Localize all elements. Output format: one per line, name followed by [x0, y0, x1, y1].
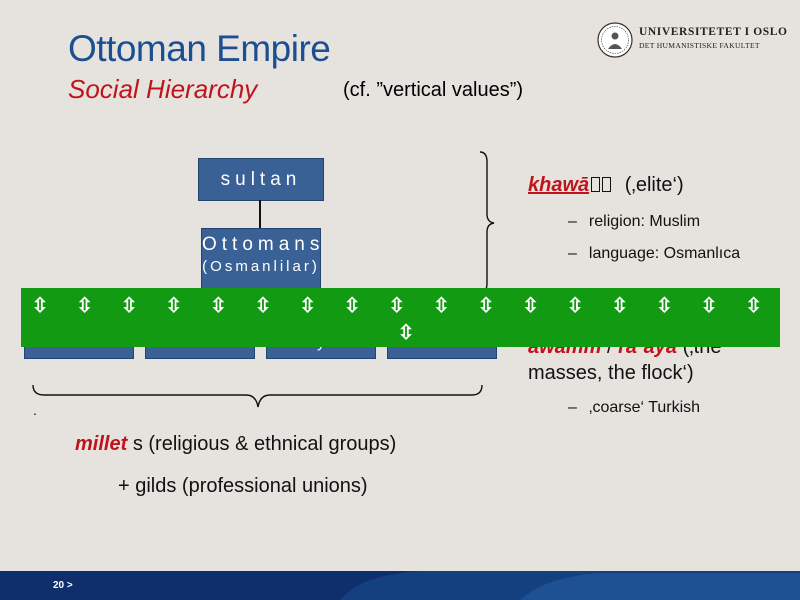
millet-description: s (religious & ethnical groups) [132, 433, 397, 455]
up-down-arrow-icon: ⇳ [31, 295, 49, 317]
up-down-arrow-icon: ⇳ [433, 295, 450, 317]
millet-line: millet s (religious & ethnical groups) [75, 433, 396, 456]
up-down-arrow-icon: ⇳ [745, 295, 762, 317]
hierarchy-connector [259, 200, 261, 228]
sultan-label: sultan [220, 169, 302, 190]
masses-separator: / [606, 336, 613, 358]
up-down-arrow-icon: ⇳ [700, 295, 718, 317]
ottomans-box: Ottomans (Osmanlilar) [201, 228, 321, 290]
masses-item: –‚coarse‘ Turkish [568, 399, 701, 416]
up-down-arrow-icon: ⇳ [477, 295, 495, 317]
missing-glyph [602, 177, 612, 192]
elite-brace [479, 151, 495, 294]
arrow-overlay-band: ⇳ ⇳ ⇳ ⇳ ⇳ ⇳ ⇳ ⇳ ⇳ ⇳ ⇳ ⇳ ⇳ ⇳ ⇳ ⇳ ⇳ ⇳ [21, 288, 780, 347]
elite-term: khawā [528, 174, 590, 196]
elite-gloss: (‚elite‘) [624, 174, 684, 196]
up-down-arrow-icon: ⇳ [397, 322, 415, 344]
faculty-name: DET HUMANISTISKE FAKULTET [639, 41, 760, 50]
elite-heading: khawāṣṣ (‚elite‘) [528, 174, 684, 197]
up-down-arrow-icon: ⇳ [522, 295, 539, 317]
page-number: 20 > [53, 580, 73, 591]
university-seal-icon [597, 22, 633, 58]
stray-dot: . [33, 402, 37, 418]
slide-footer: 20 > [0, 571, 800, 600]
ottomans-label: Ottomans [202, 234, 325, 255]
missing-glyph [591, 177, 601, 192]
up-down-arrow-icon: ⇳ [210, 295, 227, 317]
millet-term: millet [75, 433, 128, 455]
footer-decoration [340, 571, 800, 600]
slide-title: Ottoman Empire [68, 28, 331, 69]
gilds-line: + gilds (professional unions) [118, 475, 368, 497]
millet-brace [32, 384, 483, 408]
up-down-arrow-icon: ⇳ [611, 295, 629, 317]
up-down-arrow-icon: ⇳ [254, 295, 272, 317]
up-down-arrow-icon: ⇳ [299, 295, 316, 317]
elite-item: –language: Osmanlıca [568, 245, 741, 262]
subtitle-note: (cf. ”vertical values”) [343, 79, 524, 101]
up-down-arrow-icon: ⇳ [656, 295, 673, 317]
sultan-box: sultan [198, 158, 324, 201]
up-down-arrow-icon: ⇳ [120, 295, 138, 317]
up-down-arrow-icon: ⇳ [343, 295, 361, 317]
up-down-arrow-icon: ⇳ [566, 295, 584, 317]
up-down-arrow-icon: ⇳ [388, 295, 406, 317]
slide-subtitle: Social Hierarchy [68, 74, 258, 104]
university-logo: UNIVERSITETET I OSLO DET HUMANISTISKE FA… [597, 22, 787, 60]
up-down-arrow-icon: ⇳ [165, 295, 183, 317]
university-name: UNIVERSITETET I OSLO [639, 26, 788, 38]
ottomans-sublabel: (Osmanlilar) [202, 258, 320, 275]
up-down-arrow-icon: ⇳ [76, 295, 93, 317]
elite-item: –religion: Muslim [568, 213, 701, 230]
